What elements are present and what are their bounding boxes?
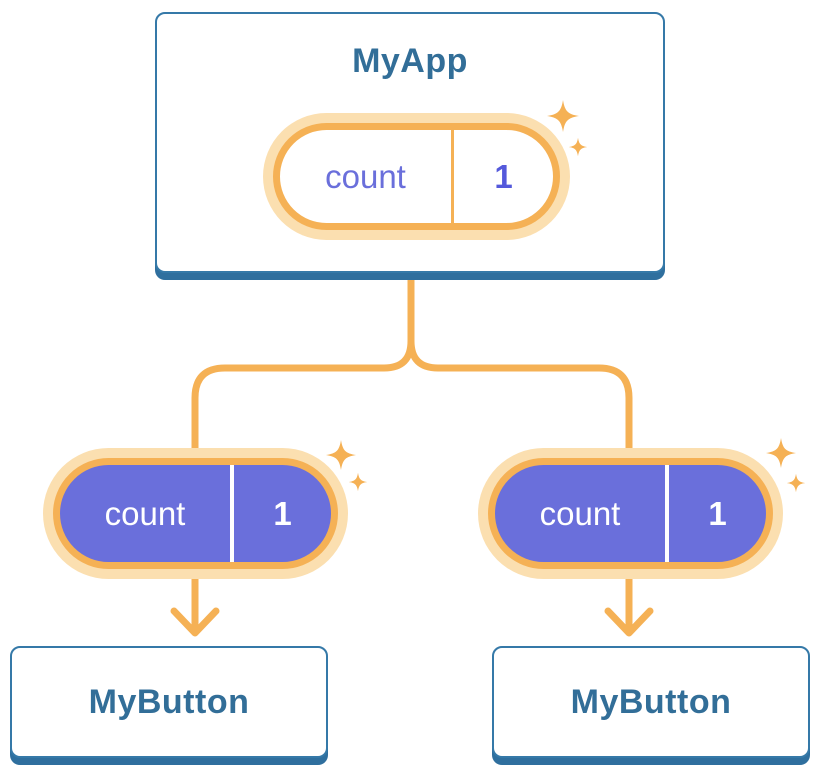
state-pill-root: count 1 (273, 123, 560, 230)
component-title: MyApp (352, 42, 468, 80)
sparkle-icon (325, 439, 368, 492)
state-value: 1 (665, 465, 766, 562)
state-key: count (539, 494, 621, 532)
state-key: count (325, 157, 406, 195)
arrow-down-icon (604, 607, 654, 637)
state-value: 1 (451, 130, 553, 223)
component-title: MyButton (88, 682, 250, 721)
state-key: count (104, 494, 186, 532)
connector-right-branch (407, 274, 633, 634)
state-pill-child-left: count 1 (53, 458, 338, 569)
sparkle-icon (765, 437, 806, 493)
component-card-child-left: MyButton (10, 646, 328, 758)
component-card-child-right: MyButton (492, 646, 810, 758)
state-value: 1 (230, 465, 331, 562)
arrow-down-icon (170, 607, 220, 637)
state-pill-child-right: count 1 (488, 458, 773, 569)
component-title: MyButton (570, 682, 732, 721)
connector-left-branch (191, 274, 415, 634)
